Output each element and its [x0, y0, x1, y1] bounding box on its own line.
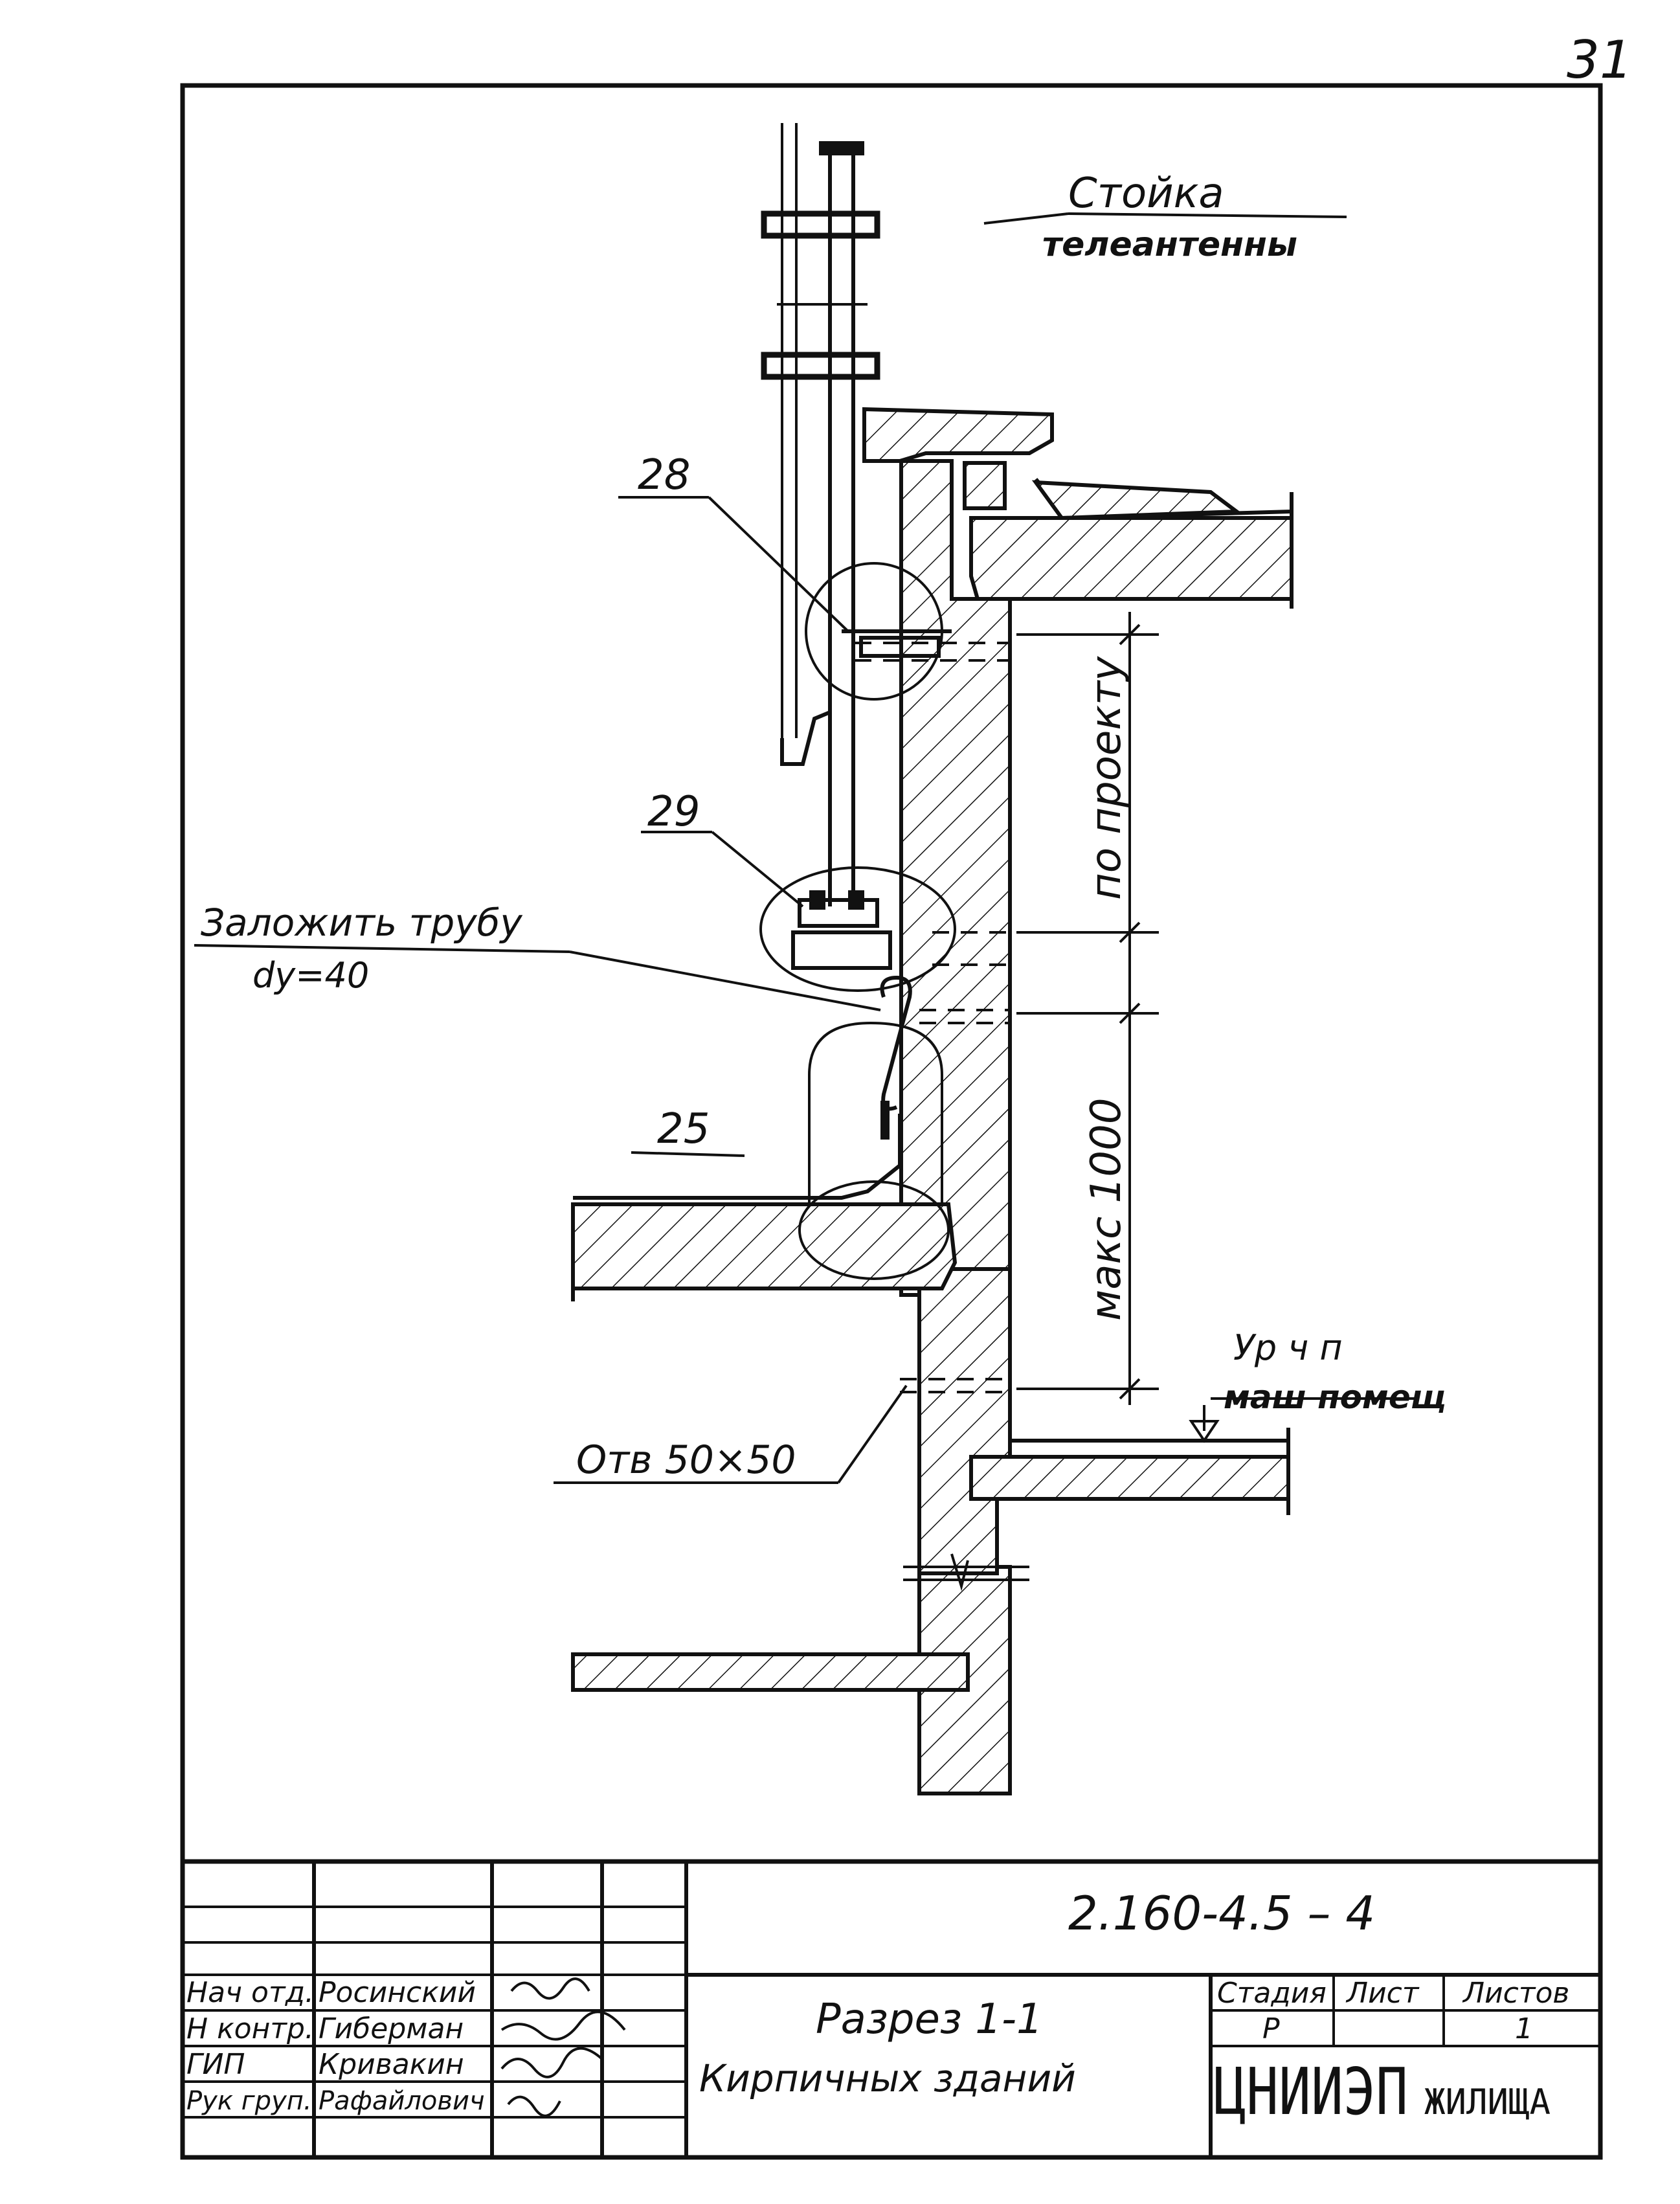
- wall-break-mark: [903, 1553, 1029, 1591]
- sheet-header: Лист: [1345, 1977, 1420, 2010]
- wall-section: [862, 407, 1054, 1795]
- callout-29: 29: [647, 788, 700, 836]
- callout-25: 25: [657, 1105, 710, 1153]
- roof-slab-lower: [571, 1114, 958, 1290]
- title-block: [183, 1859, 1600, 2157]
- antenna-title: Стойка: [1068, 170, 1224, 218]
- callout-28: 28: [638, 451, 690, 499]
- detail-circle-25: [808, 1021, 943, 1204]
- stage-header: Стадия: [1217, 1977, 1327, 2010]
- detail-circle-25-lower: [798, 1180, 950, 1280]
- antenna-subtitle: телеантенны: [1042, 225, 1297, 264]
- page-number: 31: [1567, 30, 1633, 90]
- hook-25: [880, 975, 912, 1140]
- antenna-mast: [761, 123, 880, 906]
- base-plate-29: [791, 890, 892, 970]
- detail-circle-29: [759, 866, 956, 992]
- role-1: Н контр.: [186, 2012, 314, 2045]
- intermediate-floor-slab: [571, 1652, 970, 1692]
- dimension-line-right: [1016, 612, 1159, 1405]
- org-suffix: ЖИЛИЩА: [1424, 2082, 1551, 2122]
- name-0: Росинский: [319, 1976, 476, 2009]
- title-line1: Разрез 1-1: [816, 1996, 1043, 2043]
- level-line2: маш помещ: [1224, 1378, 1446, 1416]
- role-3: Рук груп.: [186, 2086, 312, 2116]
- opening-label: Отв 50×50: [576, 1437, 796, 1483]
- role-2: ГИП: [186, 2048, 245, 2081]
- title-line2: Кирпичных зданий: [699, 2056, 1076, 2100]
- machine-room-floor-slab: [969, 1428, 1290, 1515]
- name-2: Кривакин: [319, 2048, 464, 2081]
- signatures: [500, 1977, 626, 2117]
- org-name: ЦНИИЭП: [1214, 2054, 1408, 2130]
- detail-circle-28: [805, 562, 943, 701]
- roof-slab-upper: [969, 478, 1294, 601]
- role-0: Нач отд.: [186, 1976, 314, 2009]
- name-1: Гиберман: [319, 2012, 464, 2045]
- doc-code: 2.160-4.5 – 4: [1068, 1886, 1375, 1940]
- pipe-note-line2: dy=40: [252, 955, 369, 996]
- name-3: Рафайлович: [319, 2086, 485, 2116]
- sheets-header: Листов: [1462, 1977, 1569, 2010]
- drawing-frame: [180, 83, 1603, 2160]
- dimension-by-project: по проекту: [1082, 656, 1130, 900]
- dimension-max-1000: макс 1000: [1082, 1097, 1130, 1321]
- sheets-value: 1: [1515, 2012, 1533, 2045]
- level-line1: Ур ч п: [1233, 1327, 1343, 1368]
- pipe-note-line1: Заложить трубу: [201, 901, 522, 945]
- stage-value: Р: [1262, 2012, 1280, 2045]
- bracket-28: [842, 629, 952, 658]
